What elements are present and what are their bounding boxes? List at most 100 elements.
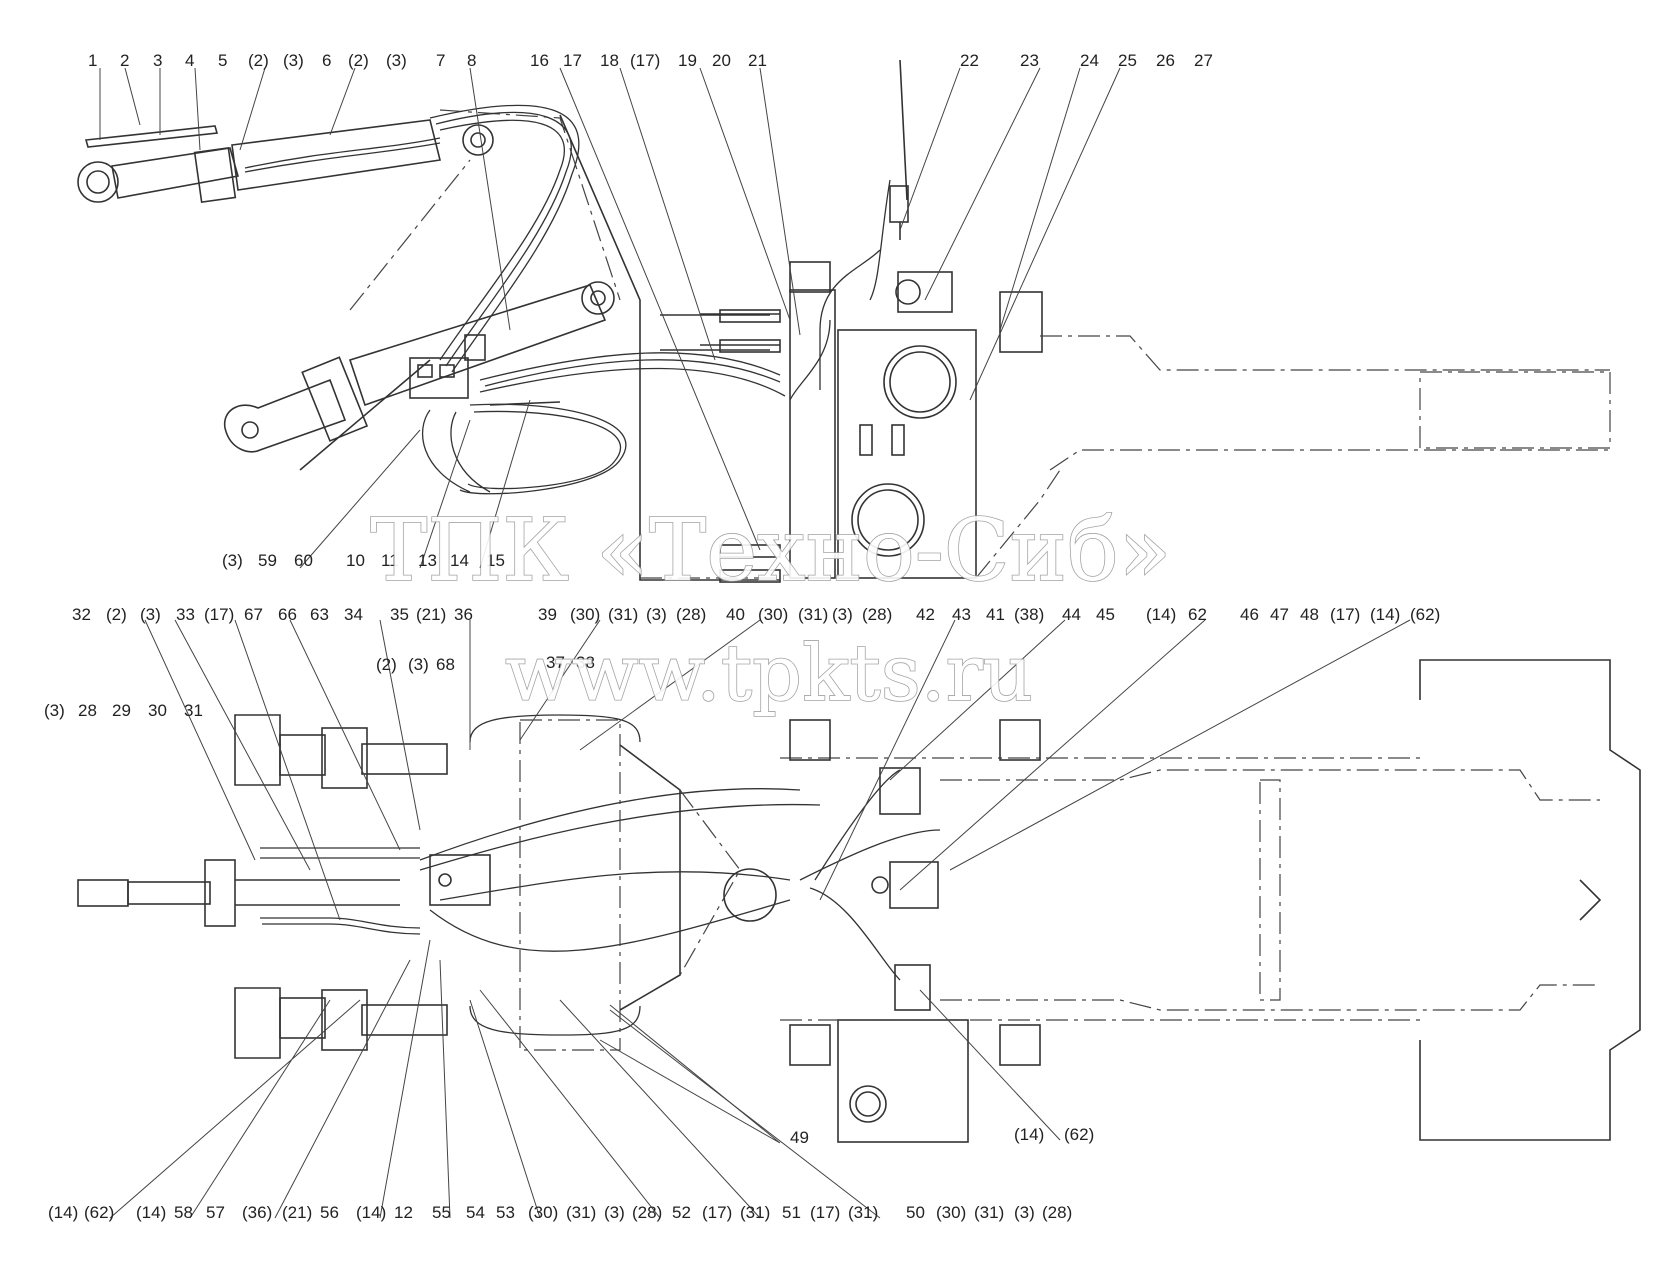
callout-label: (14) (1014, 1125, 1044, 1144)
callout-label: 26 (1156, 51, 1175, 70)
callout-label: 66 (278, 605, 297, 624)
callout-label: (30) (528, 1203, 558, 1222)
callout-label: 63 (310, 605, 329, 624)
callout-label: (21) (282, 1203, 312, 1222)
upper-cylinder (77, 119, 441, 204)
callout-label: (31) (974, 1203, 1004, 1222)
callout-label: (3) (222, 551, 243, 570)
callout-label: 68 (436, 655, 455, 674)
callout-label: 47 (1270, 605, 1289, 624)
callout-label: (62) (1410, 605, 1440, 624)
chassis-outline-top (640, 309, 1611, 583)
callout-labels-bottom: 32 (2) (3) 33 (17) 67 66 63 34 35 (21) 3… (44, 605, 1440, 1222)
callout-label: (17) (1330, 605, 1360, 624)
callout-label: (3) (386, 51, 407, 70)
callout-label: 33 (176, 605, 195, 624)
callout-label: (3) (44, 701, 65, 720)
callout-label: 15 (486, 551, 505, 570)
callout-label: (14) (356, 1203, 386, 1222)
callout-label: (3) (646, 605, 667, 624)
fork-brackets (234, 714, 448, 1059)
center-cylinder (77, 859, 400, 927)
callout-label: 4 (185, 51, 194, 70)
central-frame (429, 719, 777, 1051)
callout-label: 18 (600, 51, 619, 70)
callout-label: 17 (563, 51, 582, 70)
callout-label: 38 (576, 653, 595, 672)
callout-label: 62 (1188, 605, 1207, 624)
callout-label: 28 (78, 701, 97, 720)
pipe-runs (260, 714, 941, 1036)
callout-label: 10 (346, 551, 365, 570)
callout-label: (31) (848, 1203, 878, 1222)
callout-label: 27 (1194, 51, 1213, 70)
callout-label: 55 (432, 1203, 451, 1222)
callout-label: 24 (1080, 51, 1099, 70)
callout-label: 35 (390, 605, 409, 624)
callout-label: (2) (248, 51, 269, 70)
callout-label: 42 (916, 605, 935, 624)
callout-label: (36) (242, 1203, 272, 1222)
callout-label: 34 (344, 605, 363, 624)
callout-label: 8 (467, 51, 476, 70)
callout-label: (14) (1370, 605, 1400, 624)
callout-label: 31 (184, 701, 203, 720)
control-lever (889, 59, 909, 240)
callout-label: 52 (672, 1203, 691, 1222)
hose-bundle-top (422, 104, 786, 495)
callout-label: (31) (608, 605, 638, 624)
callout-label: 32 (72, 605, 91, 624)
boom-frame (299, 109, 780, 581)
callout-label: 2 (120, 51, 129, 70)
callout-label: 21 (748, 51, 767, 70)
callout-label: 19 (678, 51, 697, 70)
watermark-company: ТПК «Техно-Сиб» (370, 501, 1171, 601)
leader-lines-top (99, 67, 1121, 569)
callout-label: (14) (1146, 605, 1176, 624)
callout-label: (17) (630, 51, 660, 70)
callout-label: (30) (936, 1203, 966, 1222)
callout-label: 43 (952, 605, 971, 624)
callout-label: 11 (381, 551, 399, 570)
callout-label: 67 (244, 605, 263, 624)
callout-label: 57 (206, 1203, 225, 1222)
callout-label: 22 (960, 51, 979, 70)
callout-label: 23 (1020, 51, 1039, 70)
callout-label: 36 (454, 605, 473, 624)
callout-label: (14) (136, 1203, 166, 1222)
callout-label: (3) (283, 51, 304, 70)
callout-label: 60 (294, 551, 313, 570)
callout-label: 16 (530, 51, 549, 70)
callout-label: (28) (862, 605, 892, 624)
callout-label: (62) (84, 1203, 114, 1222)
valve-block (409, 334, 486, 399)
watermark-site: www.tpkts.ru (505, 629, 1033, 719)
callout-label: (3) (1014, 1203, 1035, 1222)
lower-cylinder (224, 284, 607, 453)
callout-label: 5 (218, 51, 227, 70)
callout-label: 30 (148, 701, 167, 720)
pump-tank (789, 179, 1043, 579)
callout-label: (21) (416, 605, 446, 624)
callout-label: (31) (740, 1203, 770, 1222)
callout-label: (2) (106, 605, 127, 624)
leader-lines-bottom (109, 619, 1411, 1219)
callout-label: (28) (676, 605, 706, 624)
callout-label: 48 (1300, 605, 1319, 624)
callout-label: (2) (376, 655, 397, 674)
callout-label: 25 (1118, 51, 1137, 70)
callout-label: (14) (48, 1203, 78, 1222)
callout-label: 49 (790, 1128, 809, 1147)
callout-label: 40 (726, 605, 745, 624)
callout-label: 41 (986, 605, 1005, 624)
callout-label: 53 (496, 1203, 515, 1222)
callout-label: (3) (604, 1203, 625, 1222)
callout-label: (28) (1042, 1203, 1072, 1222)
callout-label: 46 (1240, 605, 1259, 624)
callout-label: (3) (408, 655, 429, 674)
callout-label: 54 (466, 1203, 485, 1222)
callout-label: 29 (112, 701, 131, 720)
callout-label: 58 (174, 1203, 193, 1222)
top-side-view (77, 59, 1611, 583)
